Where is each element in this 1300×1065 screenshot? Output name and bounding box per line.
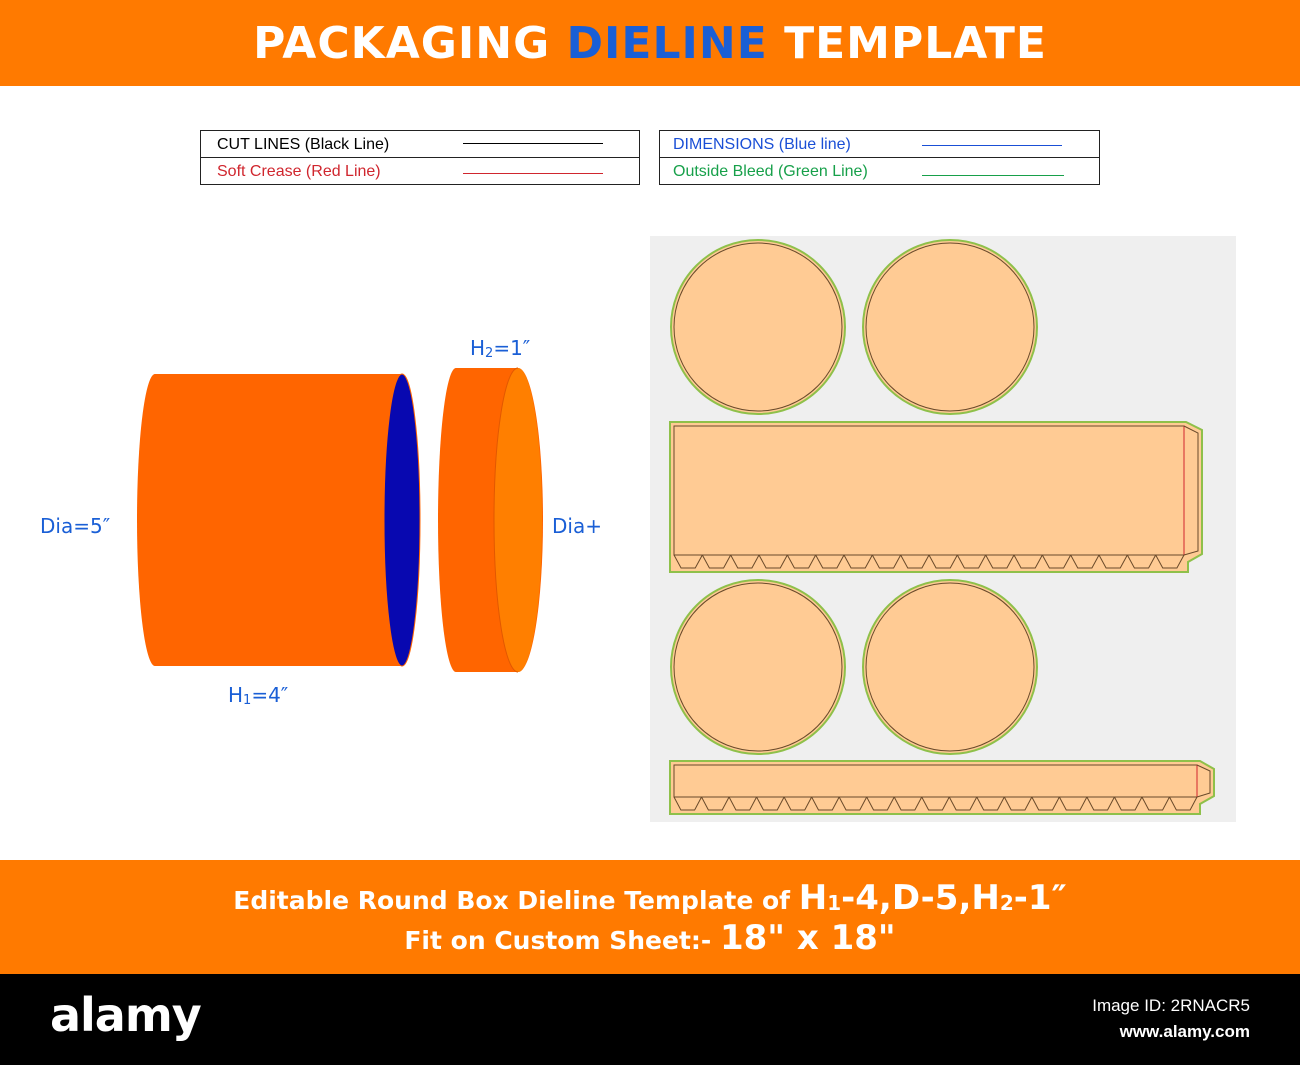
dieline-wall-strip-short [669,760,1215,815]
legend-swatch [922,175,1064,176]
glue-tooth [756,796,785,811]
glue-tooth [976,796,1005,811]
glue-tooth [871,554,902,569]
glue-tooth [900,554,930,569]
box-illustration [137,367,543,673]
legend-box-right: DIMENSIONS (Blue line) Outside Bleed (Gr… [659,130,1100,185]
legend-row-dimensions: DIMENSIONS (Blue line) [660,131,1099,158]
legend-swatch [922,145,1062,146]
legend-label: DIMENSIONS (Blue line) [673,135,851,153]
legend-divider [660,157,1099,158]
glue-tooth [1169,796,1198,811]
dimension-h2: H2=1″ [470,336,531,361]
legend-row-soft-crease: Soft Crease (Red Line) [201,158,639,185]
glue-tooth [1013,554,1043,569]
glue-tooth [866,796,895,811]
glue-tooth [921,796,950,811]
dieline-circle [862,239,1038,415]
glue-tooth [701,554,732,569]
site-url: www.alamy.com [1119,1022,1250,1041]
glue-tooth [893,796,923,811]
legend-row-outside-bleed: Outside Bleed (Green Line) [660,158,1099,185]
glue-tooth [1113,796,1143,811]
dieline-circle [670,239,846,415]
glue-tooth [673,554,703,569]
glue-tooth [928,554,958,569]
glue-tooth [838,796,868,811]
glue-tooth [1058,796,1088,811]
legend-label: Outside Bleed (Green Line) [673,162,868,180]
glue-tooth [783,796,813,811]
page-title: PACKAGING DIELINE TEMPLATE [253,18,1047,69]
legend-swatch [463,143,603,144]
glue-tooth [948,796,978,811]
alamy-logo: alamy [50,988,202,1042]
dimension-dia: Dia=5″ [40,514,111,538]
glue-tooth [730,554,760,569]
box-base-body [137,374,420,666]
dimension-dia-plus: Dia+ [552,514,602,538]
glue-tooth [1098,554,1128,569]
dieline-panel [650,236,1236,822]
title-part1: PACKAGING [253,17,567,69]
box-base-top [383,373,421,667]
legend-swatch [463,173,603,174]
glue-tooth [811,796,840,811]
legend-divider [201,157,639,158]
glue-tooth [786,554,817,569]
glue-tooth [1041,554,1072,569]
glue-tooth [1003,796,1033,811]
glue-tooth [1086,796,1115,811]
footer-line-1: Editable Round Box Dieline Template of H… [233,878,1067,918]
dieline-circle [862,579,1038,755]
legend-label: CUT LINES (Black Line) [217,135,390,153]
box-lid-rim [494,368,542,672]
legend-box-left: CUT LINES (Black Line) Soft Crease (Red … [200,130,640,185]
glue-tooth [673,796,702,811]
image-id: Image ID: 2RNACR5 [1092,996,1250,1015]
dieline-drawing [669,239,1215,815]
dieline-teeth-short [673,796,1198,811]
watermark-bar: alamy Image ID: 2RNACR5 www.alamy.com [0,974,1300,1065]
dieline-wall-strip-tall [669,421,1203,573]
footer-banner: Editable Round Box Dieline Template of H… [0,860,1300,974]
glue-tooth [956,554,987,569]
glue-tooth [815,554,845,569]
glue-tooth [1141,796,1170,811]
glue-tooth [728,796,758,811]
glue-tooth [701,796,730,811]
glue-tooth [758,554,788,569]
dieline-circle [670,579,846,755]
glue-tooth [843,554,873,569]
glue-tooth [1155,554,1185,569]
title-part2: TEMPLATE [767,17,1047,69]
footer-line-2: Fit on Custom Sheet:- 18" x 18" [404,918,896,958]
legend-row-cut-lines: CUT LINES (Black Line) [201,131,639,158]
legend-label: Soft Crease (Red Line) [217,162,381,180]
header-banner: PACKAGING DIELINE TEMPLATE [0,0,1300,86]
title-accent: DIELINE [566,17,768,69]
glue-tooth [1126,554,1157,569]
glue-tooth [1031,796,1060,811]
dieline-teeth-tall [673,554,1185,569]
dimension-h1: H1=4″ [228,683,289,708]
glue-tooth [985,554,1015,569]
glue-tooth [1070,554,1100,569]
